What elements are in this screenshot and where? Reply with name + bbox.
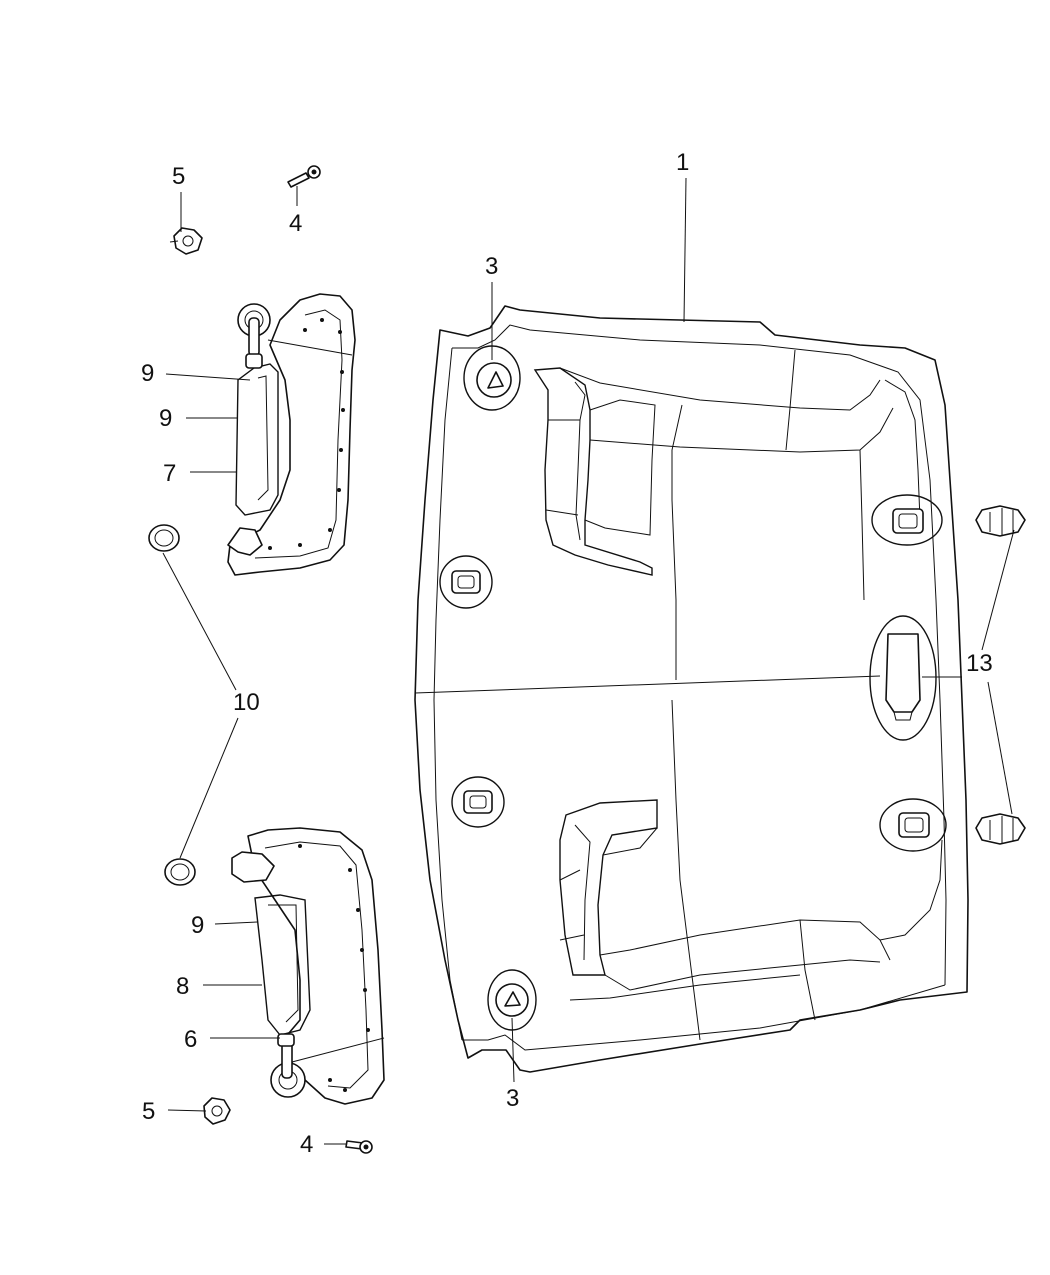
callout-6: 6 (184, 1026, 197, 1053)
callout-5-bottom: 5 (142, 1098, 155, 1125)
callout-5-top: 5 (172, 163, 185, 190)
callout-4-top: 4 (289, 210, 302, 237)
sun-visor-upper (227, 293, 356, 576)
retainer-lower (975, 813, 1026, 845)
leader-lines (162, 177, 1015, 1145)
callout-1: 1 (676, 149, 689, 176)
screw-bottom (345, 1140, 373, 1154)
headliner-panel (414, 305, 969, 1073)
callout-10: 10 (233, 689, 260, 716)
clip-top (169, 227, 203, 255)
callout-numbers: 1 3 3 4 4 5 5 6 7 8 9 9 9 10 13 (141, 149, 993, 1158)
callout-4-bottom: 4 (300, 1131, 313, 1158)
retainer-upper (975, 505, 1026, 537)
callout-13: 13 (966, 650, 993, 677)
callout-9-a: 9 (141, 360, 154, 387)
callout-9-c: 9 (191, 912, 204, 939)
callout-9-b: 9 (159, 405, 172, 432)
screw-top (287, 165, 321, 188)
callout-8: 8 (176, 973, 189, 1000)
visor-clip-lower (164, 858, 196, 886)
callout-3-top: 3 (485, 253, 498, 280)
clip-bottom (203, 1097, 231, 1125)
sun-visor-lower (231, 827, 385, 1105)
callout-3-bottom: 3 (506, 1085, 519, 1112)
callout-7: 7 (163, 460, 176, 487)
visor-clip-upper (148, 524, 180, 552)
